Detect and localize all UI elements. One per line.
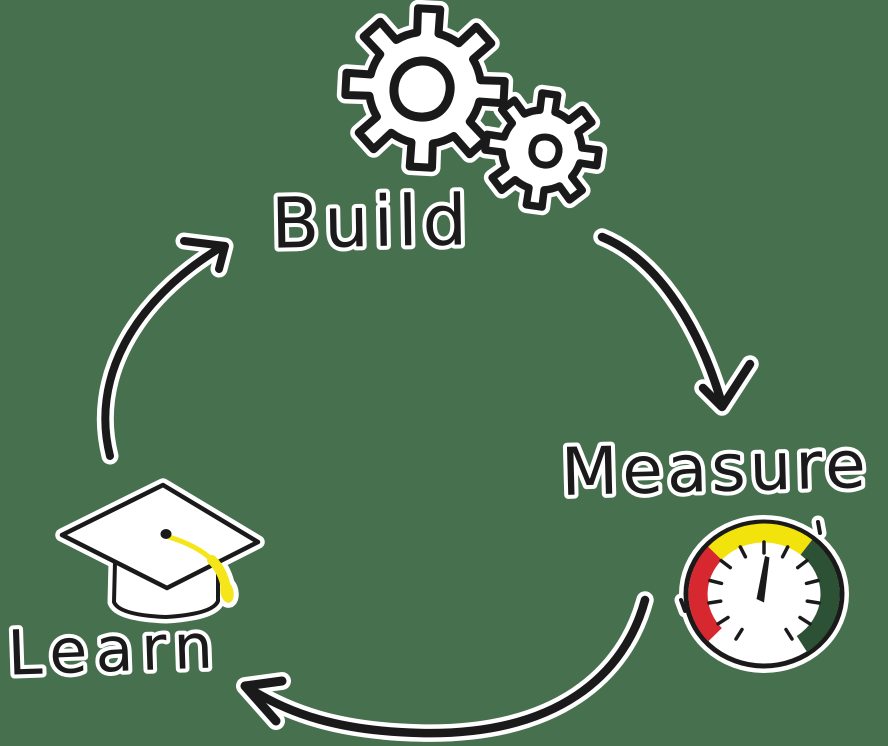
gauge-tick xyxy=(708,578,724,586)
gauge-tick xyxy=(804,578,820,586)
arrow-head-icon xyxy=(698,359,755,412)
gauge-segment-yellow xyxy=(708,523,813,561)
gauge-needle xyxy=(756,556,770,603)
pen-stray-mark xyxy=(679,598,687,613)
arrow-shaft xyxy=(597,232,726,406)
build-label: Build xyxy=(271,179,473,264)
cap-button xyxy=(160,529,172,539)
arrow-build-to-measure xyxy=(593,228,759,416)
gauge-tick xyxy=(738,545,748,559)
gear-small-hub xyxy=(528,133,563,169)
arrow-measure-to-learn xyxy=(236,591,654,742)
gauge-tick xyxy=(798,615,812,626)
arrow-shaft xyxy=(245,595,650,738)
gauge-tick xyxy=(780,545,790,559)
learn-label: Learn xyxy=(6,609,222,689)
arrow-shaft xyxy=(101,242,227,460)
gauge-segment-green xyxy=(796,539,840,652)
pen-stray-mark xyxy=(816,520,822,535)
gauge-segment-red xyxy=(688,546,723,642)
gauge-tick xyxy=(805,599,821,605)
gears-icon xyxy=(336,0,608,216)
tassel-end xyxy=(220,581,234,603)
gauge-tick xyxy=(716,615,730,626)
gauge-icon xyxy=(674,515,849,673)
gauge-tick xyxy=(719,558,733,570)
gear-large-hub xyxy=(389,56,455,122)
arrow-head-icon xyxy=(180,237,229,273)
arrow-head-icon xyxy=(240,676,287,726)
gauge-tick xyxy=(795,558,809,570)
gauge-ticks xyxy=(707,540,821,641)
gauge-tick xyxy=(784,627,794,641)
measure-label: Measure xyxy=(560,426,870,511)
graduation-cap-icon xyxy=(55,478,265,624)
gauge-tick xyxy=(734,627,744,641)
gauge-tick xyxy=(707,599,723,605)
arrow-learn-to-build xyxy=(96,232,234,465)
